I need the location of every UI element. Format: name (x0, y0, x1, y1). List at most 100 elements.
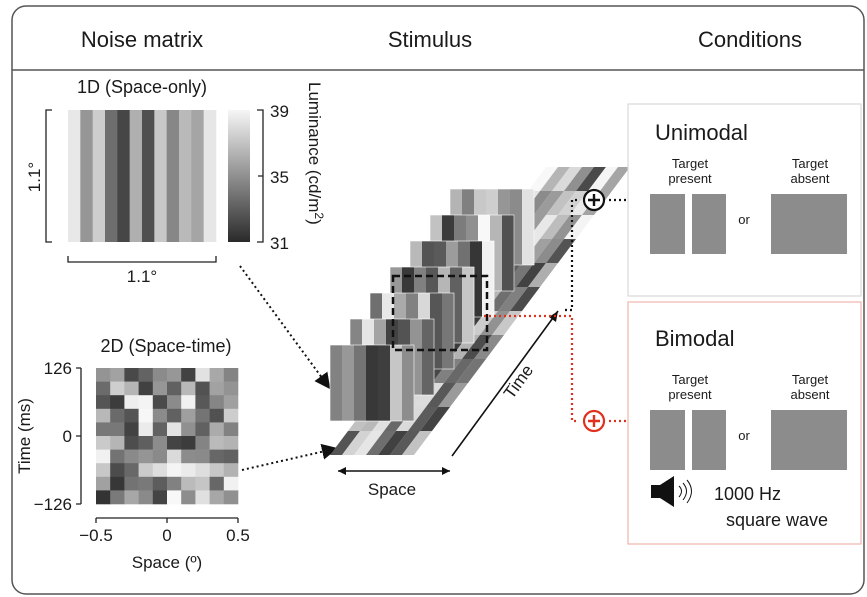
noise-cell (96, 490, 111, 505)
noise-cell (195, 408, 210, 423)
noise-cell (110, 368, 125, 382)
noise-cell (223, 490, 239, 505)
sound-label-2: square wave (726, 510, 828, 530)
panel-1d-title: 1D (Space-only) (77, 77, 207, 97)
noise-cell (167, 395, 182, 410)
noise-cell (209, 436, 225, 450)
noise-strip (166, 110, 180, 242)
floor-cell (408, 407, 438, 431)
frame-strip (366, 345, 379, 421)
colorbar-tick-35: 35 (270, 168, 289, 187)
noise-cell (195, 436, 210, 450)
floor-cell (420, 407, 450, 431)
noise-cell (124, 436, 139, 450)
noise-strip (105, 110, 118, 242)
noise-cell (167, 490, 182, 505)
xtick-0: 0 (162, 526, 171, 545)
size-label-vertical: 1.1° (25, 162, 44, 192)
floor-cell (402, 431, 432, 455)
floor-cell (528, 215, 558, 239)
noise-cell (124, 476, 139, 491)
noise-cell (195, 395, 210, 410)
noise-cell (138, 408, 154, 423)
floor-cell (426, 383, 456, 407)
noise-cell (167, 463, 182, 478)
unimodal-absent-label-2: absent (790, 171, 829, 186)
noise-cell (209, 422, 225, 437)
bimodal-or: or (738, 428, 750, 443)
size-label-horizontal: 1.1° (127, 267, 157, 286)
frame-strip (422, 319, 435, 395)
noise-cell (167, 408, 182, 423)
bimodal-present-label-2: present (668, 387, 712, 402)
noise-cell (124, 368, 139, 382)
ytick-126: 126 (44, 359, 72, 378)
frame-strip (442, 293, 455, 369)
noise-cell (110, 449, 125, 464)
unimodal-present-left-half (650, 194, 685, 254)
noise-cell (195, 381, 210, 396)
noise-strip (154, 110, 167, 242)
xtick-05: 0.5 (226, 526, 250, 545)
noise-cell (138, 490, 154, 505)
bimodal-absent-patch (771, 410, 847, 470)
noise-cell (167, 381, 182, 396)
unimodal-title: Unimodal (655, 120, 748, 145)
noise-cell (124, 422, 139, 437)
unimodal-present-label-2: present (668, 171, 712, 186)
floor-cell (546, 191, 576, 215)
plus-icon-bimodal (582, 409, 606, 433)
noise-cell (110, 476, 125, 491)
noise-cell (167, 449, 182, 464)
connector-unimodal (565, 198, 578, 312)
noise-cell (96, 476, 111, 491)
noise-strip (203, 110, 217, 242)
time-arrow-head (549, 311, 558, 322)
noise-cell (223, 449, 239, 464)
xtick-neg05: −0.5 (79, 526, 113, 545)
noise-cell (138, 395, 154, 410)
noise-cell (152, 449, 168, 464)
floor-cell (498, 287, 528, 311)
floor-cell (390, 431, 420, 455)
frame-strip (522, 189, 535, 265)
x-axis (95, 517, 239, 523)
noise-cell (124, 490, 139, 505)
noise-cell (152, 408, 168, 423)
noise-cell (96, 395, 111, 410)
y-axis (76, 367, 82, 505)
colorbar-label: Luminance (cd/m2) (305, 82, 326, 225)
floor-cell (330, 431, 360, 455)
noise-cell (96, 449, 111, 464)
noise-cell (96, 422, 111, 437)
floor-cell (366, 431, 396, 455)
noise-cell (223, 436, 239, 450)
noise-cell (167, 368, 182, 382)
noise-cell (96, 381, 111, 396)
noise-cell (138, 422, 154, 437)
noise-cell (181, 490, 196, 505)
noise-cell (181, 476, 196, 491)
floor-cell (528, 167, 558, 191)
floor-cell (438, 383, 468, 407)
floor-cell (342, 431, 372, 455)
floor-cell (576, 167, 606, 191)
noise-strip (179, 110, 192, 242)
floor-cell (444, 359, 474, 383)
noise-matrix-2d (96, 368, 239, 505)
noise-cell (152, 368, 168, 382)
bracket-vertical (45, 109, 52, 243)
floor-cell (540, 167, 570, 191)
noise-cell (110, 381, 125, 396)
noise-cell (223, 463, 239, 478)
floor-cell (510, 287, 540, 311)
header-conditions: Conditions (698, 27, 802, 52)
noise-cell (195, 490, 210, 505)
noise-cell (181, 395, 196, 410)
connector-bimodal (484, 314, 578, 423)
outer-frame (11, 5, 865, 595)
noise-cell (138, 476, 154, 491)
x-axis-label: Space (º) (132, 553, 202, 572)
arrow-2d-to-stimulus (241, 443, 338, 471)
